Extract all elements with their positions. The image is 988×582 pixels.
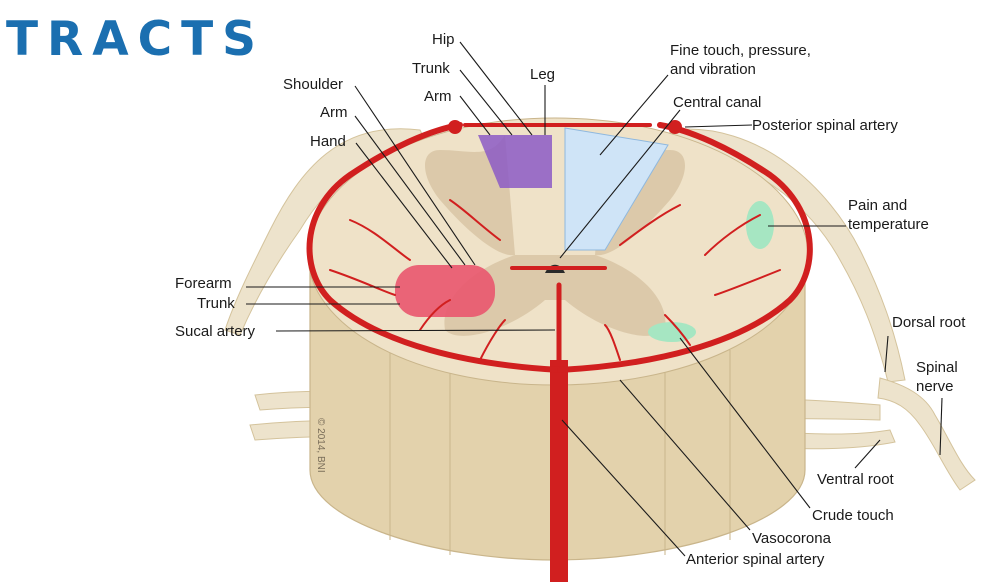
label-forearm: Forearm [175,275,232,292]
label-crude-touch: Crude touch [812,507,894,524]
label-shoulder: Shoulder [283,76,343,93]
label-vasocorona: Vasocorona [752,530,832,547]
label-trunk-left: Trunk [197,295,235,312]
label-pain-line2: temperature [848,216,929,233]
label-trunk-top: Trunk [412,60,450,77]
label-spinal-nerve-line1: Spinal [916,359,958,376]
label-hand: Hand [310,133,346,150]
label-arm-left: Arm [320,104,348,121]
label-arm-top: Arm [424,88,452,105]
corticospinal-tract [395,265,495,317]
anterior-spinal-artery-trunk [550,360,568,582]
arteries [306,120,813,582]
page-title: TRACTS [6,12,266,67]
label-pain-line1: Pain and [848,197,907,214]
label-sucal-artery: Sucal artery [175,323,256,340]
label-fine-touch-line2: and vibration [670,61,756,78]
label-posterior-spinal-artery: Posterior spinal artery [752,117,898,134]
copyright-text: © 2014, BNI [315,418,326,473]
label-leg: Leg [530,66,555,83]
label-ventral-root: Ventral root [817,471,895,488]
leader-lines [246,41,943,557]
spinothalamic-tract [746,201,774,249]
label-anterior-spinal-artery: Anterior spinal artery [686,551,825,568]
crude-touch-tract [648,322,696,342]
fasciculus-gracilis-tract [478,135,552,188]
label-spinal-nerve-line2: nerve [916,378,954,395]
label-hip: Hip [432,31,455,48]
label-dorsal-root: Dorsal root [892,314,966,331]
labels: Hip Trunk Leg Arm Shoulder Arm Hand Fore… [175,31,966,568]
label-fine-touch-line1: Fine touch, pressure, [670,42,811,59]
label-central-canal: Central canal [673,94,761,111]
